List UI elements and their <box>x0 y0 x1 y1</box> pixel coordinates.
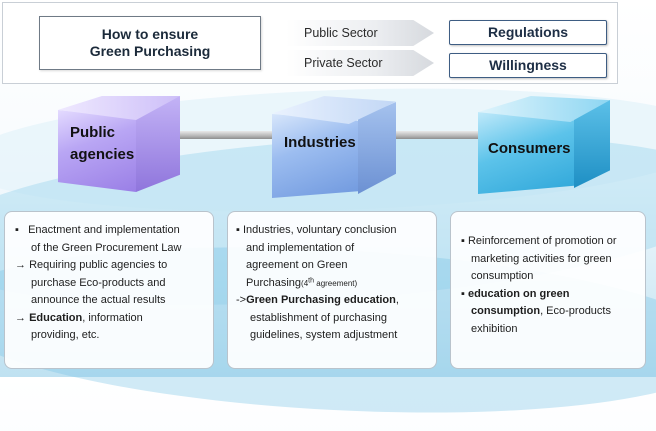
title-line-1: How to ensure <box>101 26 199 42</box>
public-line-7: providing, etc. <box>31 329 100 341</box>
public-agencies-cube: Public agencies <box>44 96 184 196</box>
arrow-icon: → <box>15 311 26 324</box>
consumers-line-2: marketing activities for green <box>471 252 612 265</box>
industries-panel: ▪ Industries, voluntary conclusion and i… <box>227 211 437 369</box>
regulations-box: Regulations <box>449 20 607 45</box>
bullet-icon: ▪ <box>461 235 465 247</box>
public-line-6: , information <box>82 311 143 324</box>
public-line-1: Enactment and implementation <box>28 224 180 236</box>
industries-education-bold: Green Purchasing education <box>246 294 396 306</box>
header-panel: How to ensure Green Purchasing Public Se… <box>2 2 618 84</box>
consumers-line-3: consumption <box>471 270 534 282</box>
public-line-3: Requiring public agencies to <box>29 259 168 271</box>
agreement-note-sup: th <box>308 276 315 284</box>
regulations-label: Regulations <box>487 24 569 40</box>
industries-line-2: and implementation of <box>246 241 355 254</box>
consumers-consumption-bold: consumption <box>471 305 541 317</box>
willingness-box: Willingness <box>449 53 607 78</box>
consumers-education-bold: education on green <box>467 287 570 300</box>
public-agencies-label-2: agencies <box>70 146 135 163</box>
consumers-line-1: Reinforcement of promotion or <box>467 235 617 247</box>
private-sector-arrow: Private Sector <box>286 50 434 76</box>
public-agencies-panel: ▪ Enactment and implementation of the Gr… <box>4 211 214 369</box>
public-sector-arrow: Public Sector <box>286 20 434 46</box>
industries-line-4: Purchasing <box>246 276 302 289</box>
public-line-4: purchase Eco-products and <box>31 276 166 289</box>
industries-line-7: guidelines, system adjustment <box>250 329 398 341</box>
bullet-icon: ▪ <box>461 287 465 300</box>
consumers-panel: ▪ Reinforcement of promotion or marketin… <box>450 211 646 369</box>
public-agencies-label-1: Public <box>70 124 116 141</box>
industries-line-6: establishment of purchasing <box>250 311 387 324</box>
arrow-icon: → <box>15 259 26 271</box>
consumers-cube: Consumers <box>474 96 614 196</box>
arrow-icon: -> <box>236 294 247 306</box>
public-education-bold: Education <box>29 311 83 324</box>
bullet-icon: ▪ <box>236 224 240 236</box>
industries-line-1: Industries, voluntary conclusion <box>242 224 397 236</box>
consumers-label: Consumers <box>488 140 571 157</box>
willingness-label: Willingness <box>489 57 567 73</box>
public-sector-label: Public Sector <box>304 26 378 40</box>
agreement-note: (4 <box>301 278 309 288</box>
industries-line-3: agreement on Green <box>246 259 348 271</box>
industries-label: Industries <box>284 134 356 151</box>
title-box: How to ensure Green Purchasing <box>39 16 261 70</box>
agreement-note-end: agreement) <box>314 278 358 288</box>
public-line-5: announce the actual results <box>31 294 166 306</box>
consumers-line-6: exhibition <box>471 322 518 335</box>
industries-cube: Industries <box>262 96 398 200</box>
bullet-icon: ▪ <box>15 224 19 236</box>
private-sector-label: Private Sector <box>304 56 383 70</box>
title-line-2: Green Purchasing <box>89 43 211 59</box>
consumers-line-5: , Eco-products <box>540 305 611 317</box>
public-line-2: of the Green Procurement Law <box>31 241 182 254</box>
industries-line-5: , <box>395 294 399 306</box>
